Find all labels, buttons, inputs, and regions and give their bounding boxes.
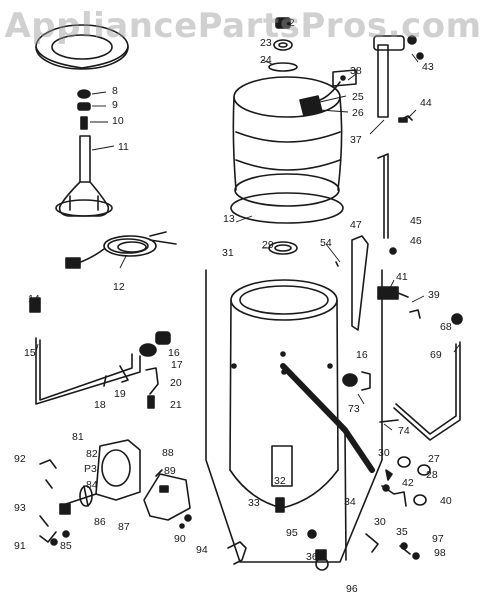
part-label-24: 24 — [260, 54, 272, 66]
part-label-40: 40 — [440, 495, 452, 507]
part-label-73: 73 — [348, 403, 360, 415]
part-label-81: 81 — [72, 431, 84, 443]
part-label-94: 94 — [196, 544, 208, 556]
part-label-69: 69 — [430, 349, 442, 361]
part-label-18: 18 — [94, 399, 106, 411]
part-label-68: 68 — [440, 321, 452, 333]
part-label-36: 36 — [306, 551, 318, 563]
cap-parts-drawing — [77, 89, 91, 130]
part-label-39: 39 — [428, 289, 440, 301]
part-label-74: 74 — [398, 425, 410, 437]
bracket-drawing — [319, 69, 357, 101]
part-label-11: 11 — [118, 141, 129, 153]
part-label-35: 35 — [396, 526, 408, 538]
part-label-23: 23 — [260, 37, 272, 49]
part-label-41: 41 — [396, 271, 408, 283]
leader-lines — [33, 53, 461, 431]
part-label-42: 42 — [402, 477, 414, 489]
part-label-88: 88 — [162, 447, 174, 459]
part-label-13: 13 — [223, 213, 235, 225]
part-label-8: 8 — [112, 85, 118, 97]
part-label-16: 16 — [168, 347, 180, 359]
part-label-9: 9 — [112, 99, 118, 111]
part-label-97: 97 — [432, 533, 444, 545]
part-label-27: 27 — [428, 453, 440, 465]
part-label-96: 96 — [346, 583, 358, 595]
motor-drawing — [39, 439, 141, 546]
part-label-28: 28 — [426, 469, 438, 481]
part-label-26: 26 — [352, 107, 364, 119]
part-label-p3: P3 — [84, 463, 97, 475]
rod-45-drawing — [377, 153, 397, 255]
part-label-54: 54 — [320, 237, 332, 249]
part-label-87: 87 — [118, 521, 130, 533]
part-label-12: 12 — [113, 281, 125, 293]
part-label-82: 82 — [86, 448, 98, 460]
part-label-44: 44 — [420, 97, 432, 109]
part-label-16: 16 — [356, 349, 368, 361]
lid-drawing — [35, 24, 129, 70]
part-label-25: 25 — [352, 91, 364, 103]
drive-rod-drawing — [29, 297, 171, 409]
part-label-84: 84 — [86, 479, 98, 491]
part-label-43: 43 — [422, 61, 434, 73]
part-label-85: 85 — [60, 540, 72, 552]
part-label-30: 30 — [374, 516, 386, 528]
part-label-93: 93 — [14, 502, 26, 514]
bar-47-drawing — [335, 235, 369, 331]
part-label-32: 32 — [274, 475, 286, 487]
part-label-90: 90 — [174, 533, 186, 545]
tub-cap-parts-drawing — [268, 17, 298, 72]
part-label-98: 98 — [434, 547, 446, 559]
part-label-30: 30 — [378, 447, 390, 459]
part-label-20: 20 — [170, 377, 182, 389]
part-label-34: 34 — [344, 496, 356, 508]
lower-right-parts-drawing — [365, 456, 431, 560]
part-label-22: 22 — [283, 17, 295, 29]
part-label-46: 46 — [410, 235, 422, 247]
motor-mount-drawing — [143, 469, 192, 529]
part-label-29: 29 — [262, 239, 274, 251]
part-label-92: 92 — [14, 453, 26, 465]
power-cord-drawing — [65, 231, 177, 269]
part-label-89: 89 — [164, 465, 176, 477]
part-label-37: 37 — [350, 134, 362, 146]
part-label-10: 10 — [112, 115, 124, 127]
part-label-47: 47 — [350, 219, 362, 231]
part-label-95: 95 — [286, 527, 298, 539]
agitator-drawing — [55, 135, 113, 217]
post-32-drawing — [271, 445, 293, 513]
part-label-91: 91 — [14, 540, 26, 552]
part-label-19: 19 — [114, 388, 126, 400]
part-label-21: 21 — [170, 399, 182, 411]
part-label-14: 14 — [28, 293, 40, 305]
standpipe-drawing — [373, 35, 424, 123]
wash-tub-drawing — [230, 76, 344, 224]
part-label-17: 17 — [171, 359, 183, 371]
part-label-31: 31 — [222, 247, 234, 259]
part-label-86: 86 — [94, 516, 106, 528]
part-label-15: 15 — [24, 347, 36, 359]
part-label-45: 45 — [410, 215, 422, 227]
part-label-38: 38 — [350, 65, 362, 77]
cabinet-drawing — [205, 241, 383, 563]
switch-41-drawing — [377, 286, 463, 325]
right-rod-drawing — [342, 341, 461, 441]
part-label-33: 33 — [248, 497, 260, 509]
caster-parts-drawing — [227, 529, 329, 571]
